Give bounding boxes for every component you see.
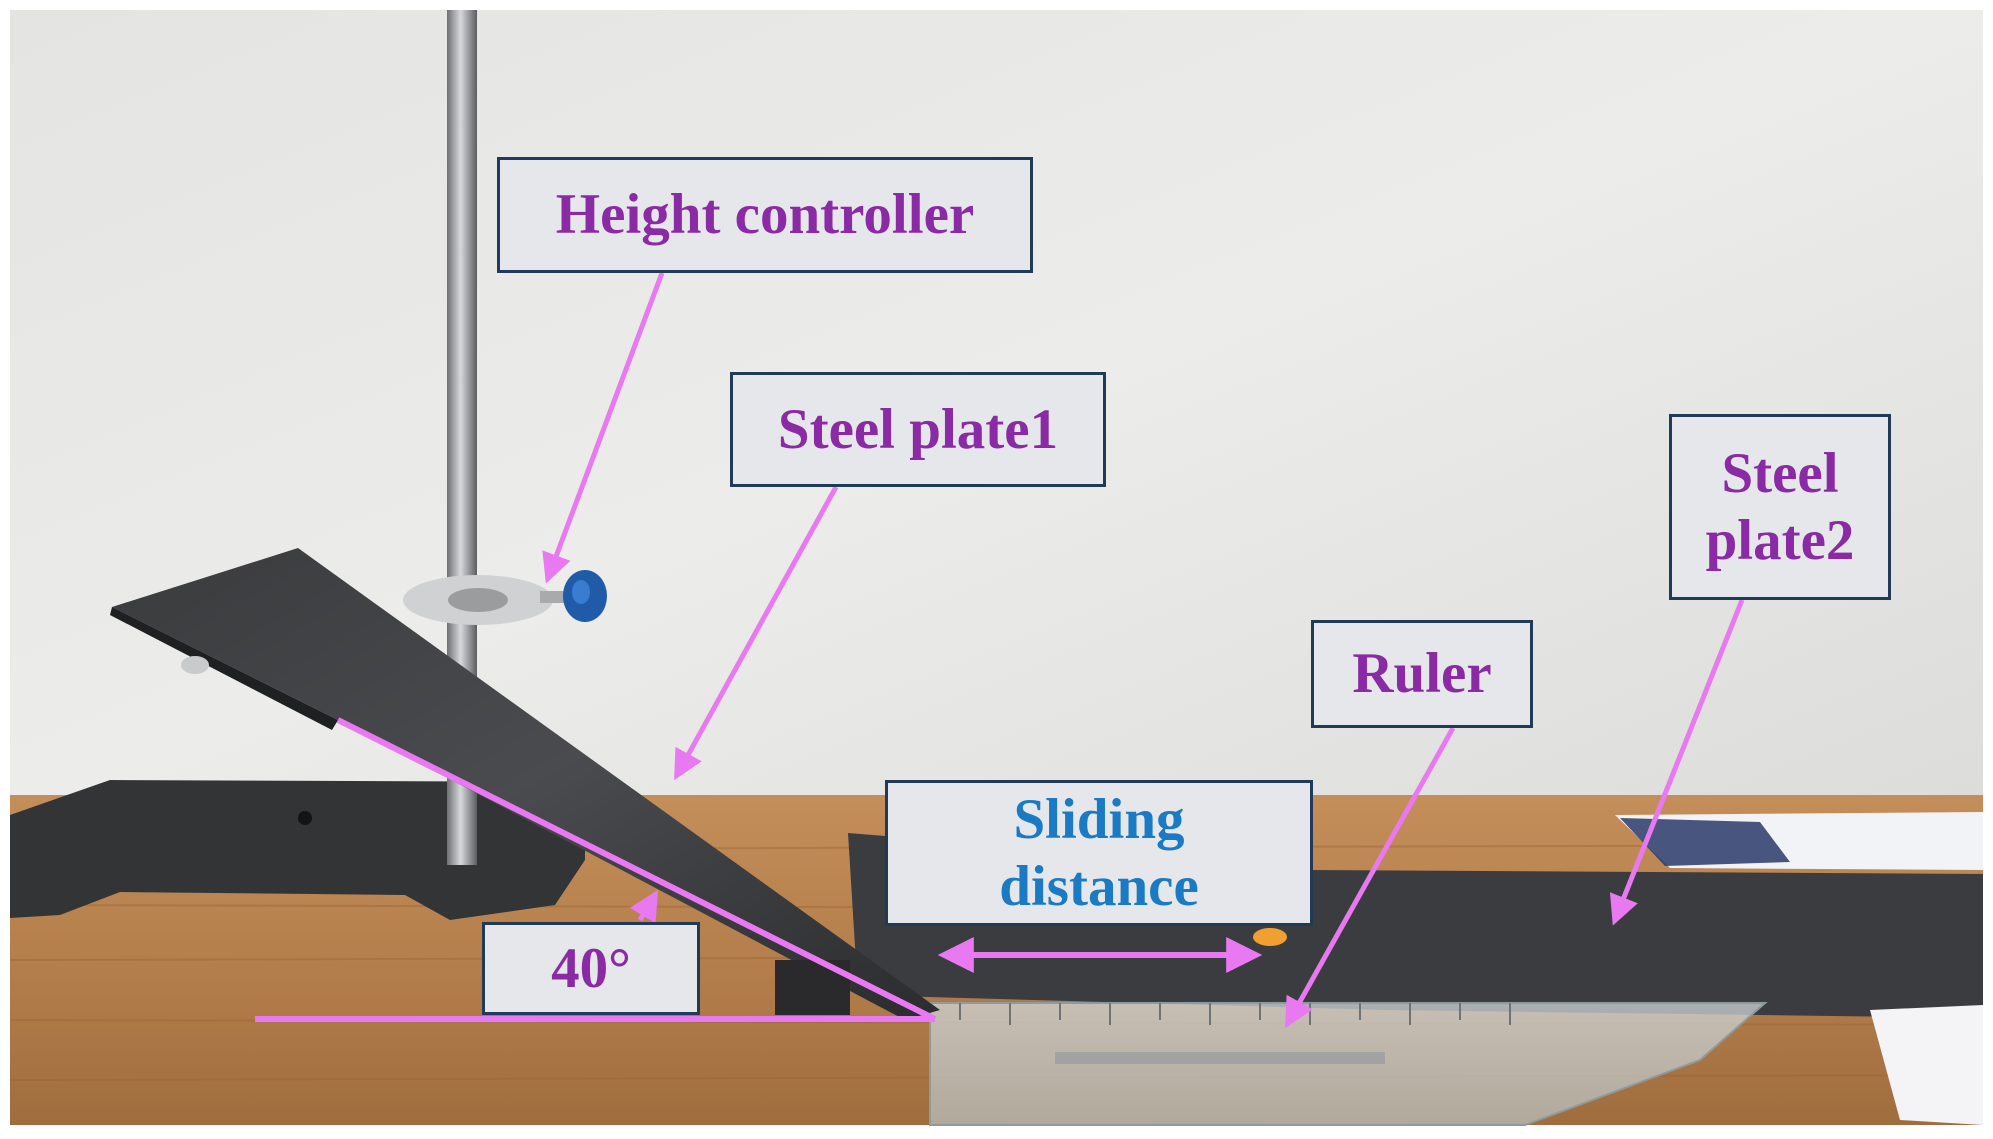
label-height-controller-text: Height controller bbox=[555, 183, 975, 247]
arrow-steel-plate1 bbox=[674, 485, 839, 781]
angle-pointer bbox=[629, 889, 659, 924]
stand-base-hole bbox=[298, 811, 312, 825]
ruler-ticks bbox=[959, 1003, 1511, 1025]
ruler-slot bbox=[1055, 1052, 1385, 1064]
label-ruler: Ruler bbox=[1311, 620, 1533, 728]
label-steel-plate2: Steel plate2 bbox=[1669, 414, 1891, 600]
arrow-ruler bbox=[1285, 726, 1456, 1029]
stand-base bbox=[10, 780, 585, 920]
label-angle: 40° bbox=[482, 922, 700, 1015]
sliding-object bbox=[1253, 928, 1287, 946]
height-knob-highlight bbox=[572, 580, 590, 604]
clamp-screw bbox=[540, 591, 570, 603]
paper-print bbox=[1620, 818, 1790, 866]
clamp-inner bbox=[448, 588, 508, 612]
label-sliding-line2: distance bbox=[999, 855, 1199, 918]
incline-reference-line bbox=[336, 717, 937, 1022]
arrow-height-controller bbox=[542, 272, 665, 584]
steel-plate-1-edge bbox=[110, 607, 338, 730]
label-steel-plate1: Steel plate1 bbox=[730, 372, 1106, 487]
steel-plate-1 bbox=[112, 548, 940, 1020]
label-steel-plate2-line1: Steel bbox=[1721, 441, 1839, 505]
label-steel-plate1-text: Steel plate1 bbox=[777, 397, 1059, 461]
label-steel-plate2-line2: plate2 bbox=[1705, 509, 1855, 572]
label-height-controller: Height controller bbox=[497, 157, 1033, 273]
label-ruler-text: Ruler bbox=[1352, 642, 1492, 706]
label-angle-text: 40° bbox=[551, 936, 631, 1000]
label-sliding-line1: Sliding bbox=[1013, 787, 1185, 851]
label-sliding-distance: Sliding distance bbox=[885, 780, 1313, 926]
plate-pin bbox=[181, 656, 209, 674]
arrow-steel-plate2 bbox=[1609, 599, 1745, 926]
paper-corner bbox=[1870, 1005, 1983, 1125]
